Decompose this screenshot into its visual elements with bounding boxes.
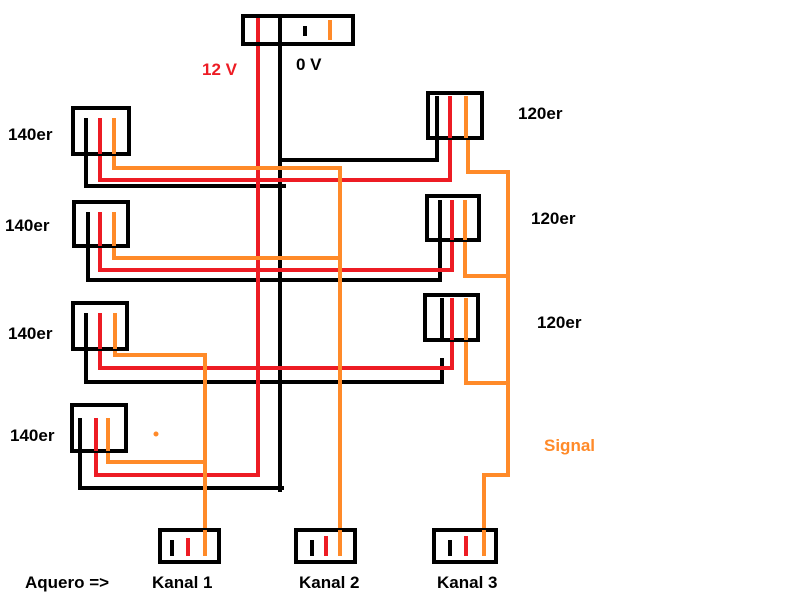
ground-wire-140-3 <box>84 314 444 384</box>
signal-wire-140-2 <box>112 210 342 260</box>
fan-connector-140-3 <box>71 301 129 351</box>
label-aquero: Aquero => <box>25 573 109 592</box>
label-fan-140-4: 140er <box>10 426 55 445</box>
label-fan-140-1: 140er <box>8 125 53 144</box>
label-fan-140-2: 140er <box>5 216 50 235</box>
label-signal: Signal <box>544 436 595 455</box>
fan-connector-120-2 <box>425 194 481 242</box>
label-12v: 12 V <box>202 60 238 79</box>
label-kanal-2: Kanal 2 <box>299 573 359 592</box>
fan-connector-140-2 <box>72 200 130 248</box>
fan-connector-120-1 <box>426 91 484 140</box>
label-fan-120-2: 120er <box>531 209 576 228</box>
label-fan-140-3: 140er <box>8 324 53 343</box>
ground-wire-120-1 <box>280 136 439 162</box>
power-wire-140-3 <box>98 298 454 370</box>
label-kanal-3: Kanal 3 <box>437 573 497 592</box>
power-wires <box>94 22 454 477</box>
fan-connector-120-3 <box>423 293 480 342</box>
fan-connector-140-4 <box>70 403 128 453</box>
label-fan-120-1: 120er <box>518 104 563 123</box>
label-0v: 0 V <box>296 55 322 74</box>
label-fan-120-3: 120er <box>537 313 582 332</box>
signal-wire-kanal3 <box>466 94 510 557</box>
fan-connector-140-1 <box>71 106 131 156</box>
psu-connector <box>241 14 355 46</box>
kanal-2-connector <box>294 528 357 564</box>
kanal-1-connector <box>158 528 221 564</box>
kanal-3-connector <box>432 528 498 564</box>
label-kanal-1: Kanal 1 <box>152 573 212 592</box>
stray-dot <box>153 431 159 437</box>
